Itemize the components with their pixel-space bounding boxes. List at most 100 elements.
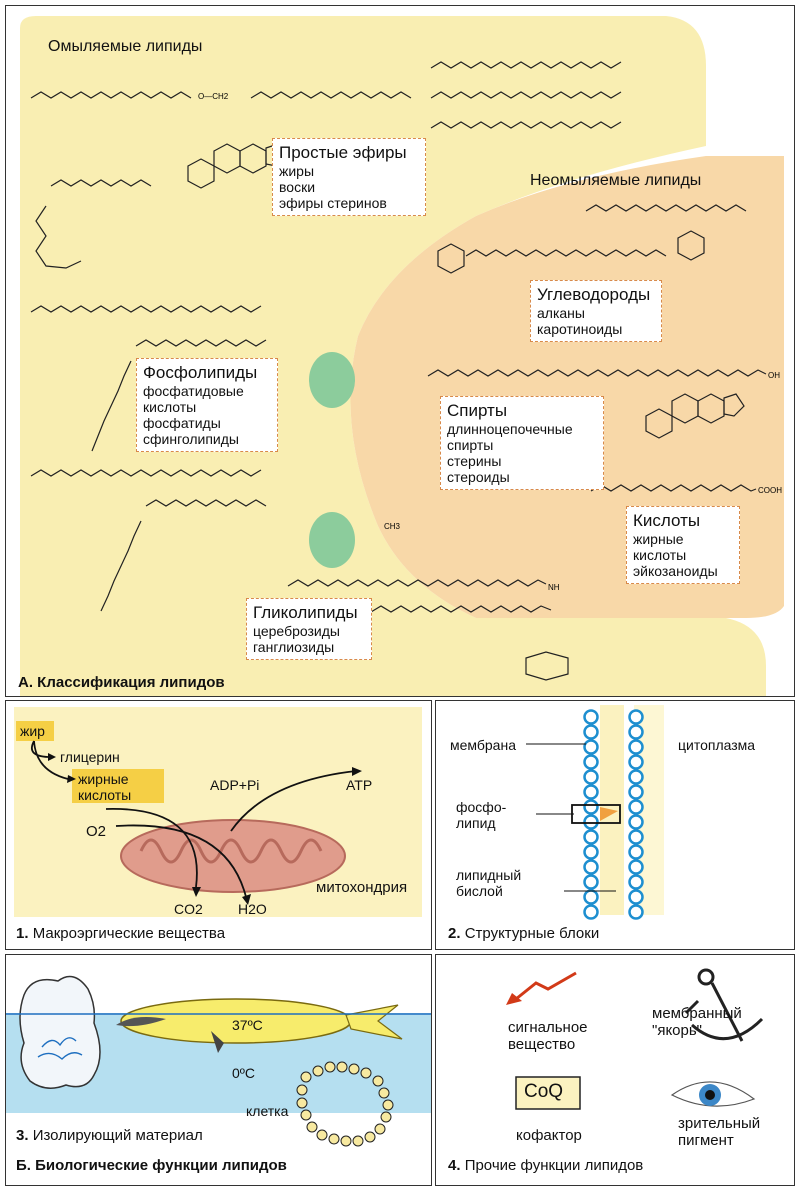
phospholipids-box: Фосфолипиды фосфатидовые кислоты фосфати…: [136, 358, 278, 452]
fatty-acids-highlight: [72, 769, 164, 803]
alcohols-item: стерины: [447, 452, 502, 469]
insulation-panel-title: 3. Изолирующий материал: [16, 1127, 203, 1144]
atp-label: ATP: [346, 777, 373, 793]
energy-diagram: [14, 707, 422, 917]
other-functions-diagram: [506, 968, 764, 1110]
phospholipids-item: фосфатидовые: [143, 382, 244, 399]
fatty-acids-label: жирные кислоты: [78, 771, 131, 803]
acids-item: жирные: [633, 530, 684, 547]
signal-line: сигнальное: [508, 1019, 588, 1036]
cell-label: клетка: [246, 1103, 289, 1119]
hydrocarbons-title: Углеводороды: [537, 285, 651, 304]
phospholipids-item: сфинголипиды: [143, 430, 239, 447]
anchor-label: мембранный "якорь": [652, 1005, 742, 1040]
membrane-label: мембрана: [450, 737, 516, 753]
water-temperature-label: 0ºC: [232, 1065, 256, 1081]
simple-esters-box: Простые эфиры жиры воски эфиры стеринов: [272, 138, 426, 216]
cytoplasm-label: цитоплазма: [678, 737, 756, 753]
visual-pigment-label: зрительный пигмент: [678, 1115, 760, 1150]
hydrocarbons-box: Углеводороды алканы каротиноиды: [530, 280, 662, 342]
saponifiable-label: Омыляемые липиды: [48, 38, 203, 55]
co2-label: CO2: [174, 901, 203, 917]
eye-icon: [670, 1081, 756, 1107]
classification-panel-title: А. Классификация липидов: [18, 674, 225, 691]
classification-background: COOH OH NH CH3 O—CH2: [20, 16, 784, 696]
och2-label: O—CH2: [198, 92, 229, 101]
ch3-label: CH3: [384, 522, 401, 531]
insulation-panel-number: 3.: [16, 1127, 29, 1144]
bilayer-line: липидный: [456, 867, 522, 883]
functions-panel-title: Б. Биологические функции липидов: [16, 1157, 287, 1174]
structure-panel-title: 2. Структурные блоки: [448, 925, 599, 942]
fat-label: жир: [20, 723, 45, 739]
other-panel-text: Прочие функции липидов: [464, 1157, 644, 1174]
phospholipids-title: Фосфолипиды: [143, 363, 258, 382]
mitochondrion-icon: [120, 819, 346, 893]
h2o-label: H2O: [238, 901, 267, 917]
phospholipid-heads-left: [583, 709, 599, 920]
phospholipid-line: липид: [456, 815, 496, 832]
structure-panel-text: Структурные блоки: [464, 925, 600, 942]
body-temperature-label: 37ºC: [232, 1017, 263, 1033]
phospholipid-label: фосфо- липид: [456, 799, 506, 831]
glycolipids-box: Гликолипиды цереброзиды ганглиозиды: [246, 598, 372, 660]
insulation-panel-text: Изолирующий материал: [32, 1127, 203, 1144]
visual-pigment-line: зрительный: [678, 1115, 761, 1132]
energy-panel-text: Макроэргические вещества: [32, 925, 226, 942]
acids-box: Кислоты жирные кислоты эйкозаноиды: [626, 506, 740, 584]
signal-label: сигнальное вещество: [508, 1019, 588, 1054]
other-panel-title: 4. Прочие функции липидов: [448, 1157, 643, 1174]
fat-cell-icon: [296, 1061, 394, 1147]
panel-energy: жир глицерин жирные кислоты O2 ADP+Pi AT…: [5, 700, 432, 950]
panel-insulation: 37ºC 0ºC клетка 3. Изолирующий материал …: [5, 954, 432, 1186]
glycolipids-title: Гликолипиды: [253, 603, 358, 622]
simple-esters-item: жиры: [279, 162, 315, 179]
glycerol-label: глицерин: [60, 749, 120, 765]
phospholipids-item: кислоты: [143, 398, 197, 415]
insulation-diagram: [6, 975, 431, 1147]
panel-structure: мембрана цитоплазма фосфо- липид липидны…: [435, 700, 795, 950]
anchor-line: "якорь": [652, 1022, 703, 1040]
signal-arrow-icon: [506, 971, 577, 1005]
simple-esters-item: воски: [279, 178, 316, 195]
alcohols-box: Спирты длинноцепочечные спирты стерины с…: [440, 396, 604, 490]
alcohols-item: стероиды: [447, 468, 510, 485]
cooh-label: COOH: [758, 486, 782, 495]
structure-panel-number: 2.: [448, 925, 461, 942]
cristae: [139, 838, 323, 864]
acids-item: кислоты: [633, 546, 687, 563]
anchor-line: мембранный: [652, 1005, 742, 1022]
acids-item: эйкозаноиды: [633, 562, 718, 579]
other-panel-number: 4.: [448, 1157, 461, 1174]
nh-label: NH: [548, 583, 560, 592]
phospholipid-heads-right: [628, 709, 644, 920]
simple-esters-title: Простые эфиры: [279, 143, 407, 162]
alcohols-item: длинноцепочечные: [447, 420, 573, 437]
alcohols-title: Спирты: [447, 401, 508, 420]
panel-other: сигнальное вещество мембранный "якорь" C…: [435, 954, 795, 1186]
simple-esters-item: эфиры стеринов: [279, 194, 387, 211]
oh-label: OH: [768, 371, 780, 380]
phospholipid-line: фосфо-: [456, 799, 507, 815]
bilayer-label: липидный бислой: [456, 867, 521, 899]
coq-label: CoQ: [524, 1081, 564, 1102]
glycolipids-item: ганглиозиды: [253, 638, 335, 655]
fatty-acids-line: кислоты: [78, 787, 132, 804]
signal-line: вещество: [508, 1036, 576, 1054]
o2-label: O2: [86, 823, 107, 840]
adp-label: ADP+Pi: [210, 777, 260, 793]
panel-classification: COOH OH NH CH3 O—CH2 Омыляемые липиды Не…: [5, 5, 795, 697]
cofactor-label: кофактор: [516, 1127, 582, 1144]
fat-highlight: [16, 721, 54, 741]
visual-pigment-line: пигмент: [678, 1132, 734, 1150]
glycolipids-item: цереброзиды: [253, 622, 340, 639]
fatty-acids-line: жирные: [78, 771, 129, 787]
anchor-icon: [684, 968, 764, 1042]
phospholipids-item: фосфатиды: [143, 414, 221, 431]
mitochondrion-label: митохондрия: [316, 879, 408, 896]
energy-panel-number: 1.: [16, 925, 29, 942]
hydrocarbons-item: алканы: [537, 304, 585, 321]
hydrocarbons-item: каротиноиды: [537, 320, 623, 337]
acids-title: Кислоты: [633, 511, 701, 530]
nonsaponifiable-label: Неомыляемые липиды: [530, 172, 702, 189]
